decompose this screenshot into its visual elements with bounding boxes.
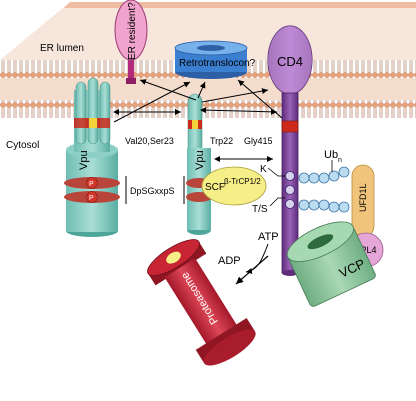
vpu-center-label: Vpu [194, 150, 206, 170]
dpsg-label: DpSGxxpS [130, 186, 175, 196]
cd4-label: CD4 [277, 54, 303, 69]
scf-btrcp-complex: SCF β-TrCP1/2 [201, 166, 267, 206]
vpu-left-label: Vpu [78, 150, 90, 170]
atp-label: ATP [258, 231, 279, 243]
degradation-arrow [235, 255, 269, 285]
cytosol-label: Cytosol [6, 140, 39, 151]
interaction-arrows [113, 79, 283, 162]
er-lumen-label: ER lumen [40, 43, 84, 54]
ub-label: Ub [324, 149, 338, 161]
ufd1l-protein: UFD1L [351, 164, 375, 238]
gly415-label: Gly415 [244, 136, 273, 146]
retrotranslocon: Retrotranslocon? [174, 40, 256, 79]
npl4-label: NPL4 [354, 245, 377, 255]
cd4-protein: CD4 [267, 25, 313, 276]
ufd1l-label: UFD1L [358, 183, 368, 212]
val-ser-label: Val20,Ser23 [125, 136, 174, 146]
adp-label: ADP [218, 255, 241, 267]
ts-label: T/S [252, 204, 268, 215]
k-label: K [260, 164, 267, 175]
retrotranslocon-label: Retrotranslocon? [179, 58, 256, 69]
phospho-label-2: P [89, 195, 94, 202]
phospho-label-1: P [89, 181, 94, 188]
scf-label: SCF [205, 182, 225, 193]
atp-hydrolysis-arrow [245, 243, 269, 274]
proteasome: Proteasome [147, 239, 256, 366]
er-resident-label: ER resident? [127, 2, 138, 60]
ub-subscript: n [338, 157, 342, 164]
trp22-label: Trp22 [210, 136, 233, 146]
btrcp-label: β-TrCP1/2 [224, 177, 261, 186]
vpu-oligomer-left: P P Vpu [64, 77, 120, 237]
ubiquitin-chain [298, 166, 350, 213]
vcp-complex: VCP [286, 221, 376, 307]
er-resident-protein: ER resident? [114, 0, 148, 84]
